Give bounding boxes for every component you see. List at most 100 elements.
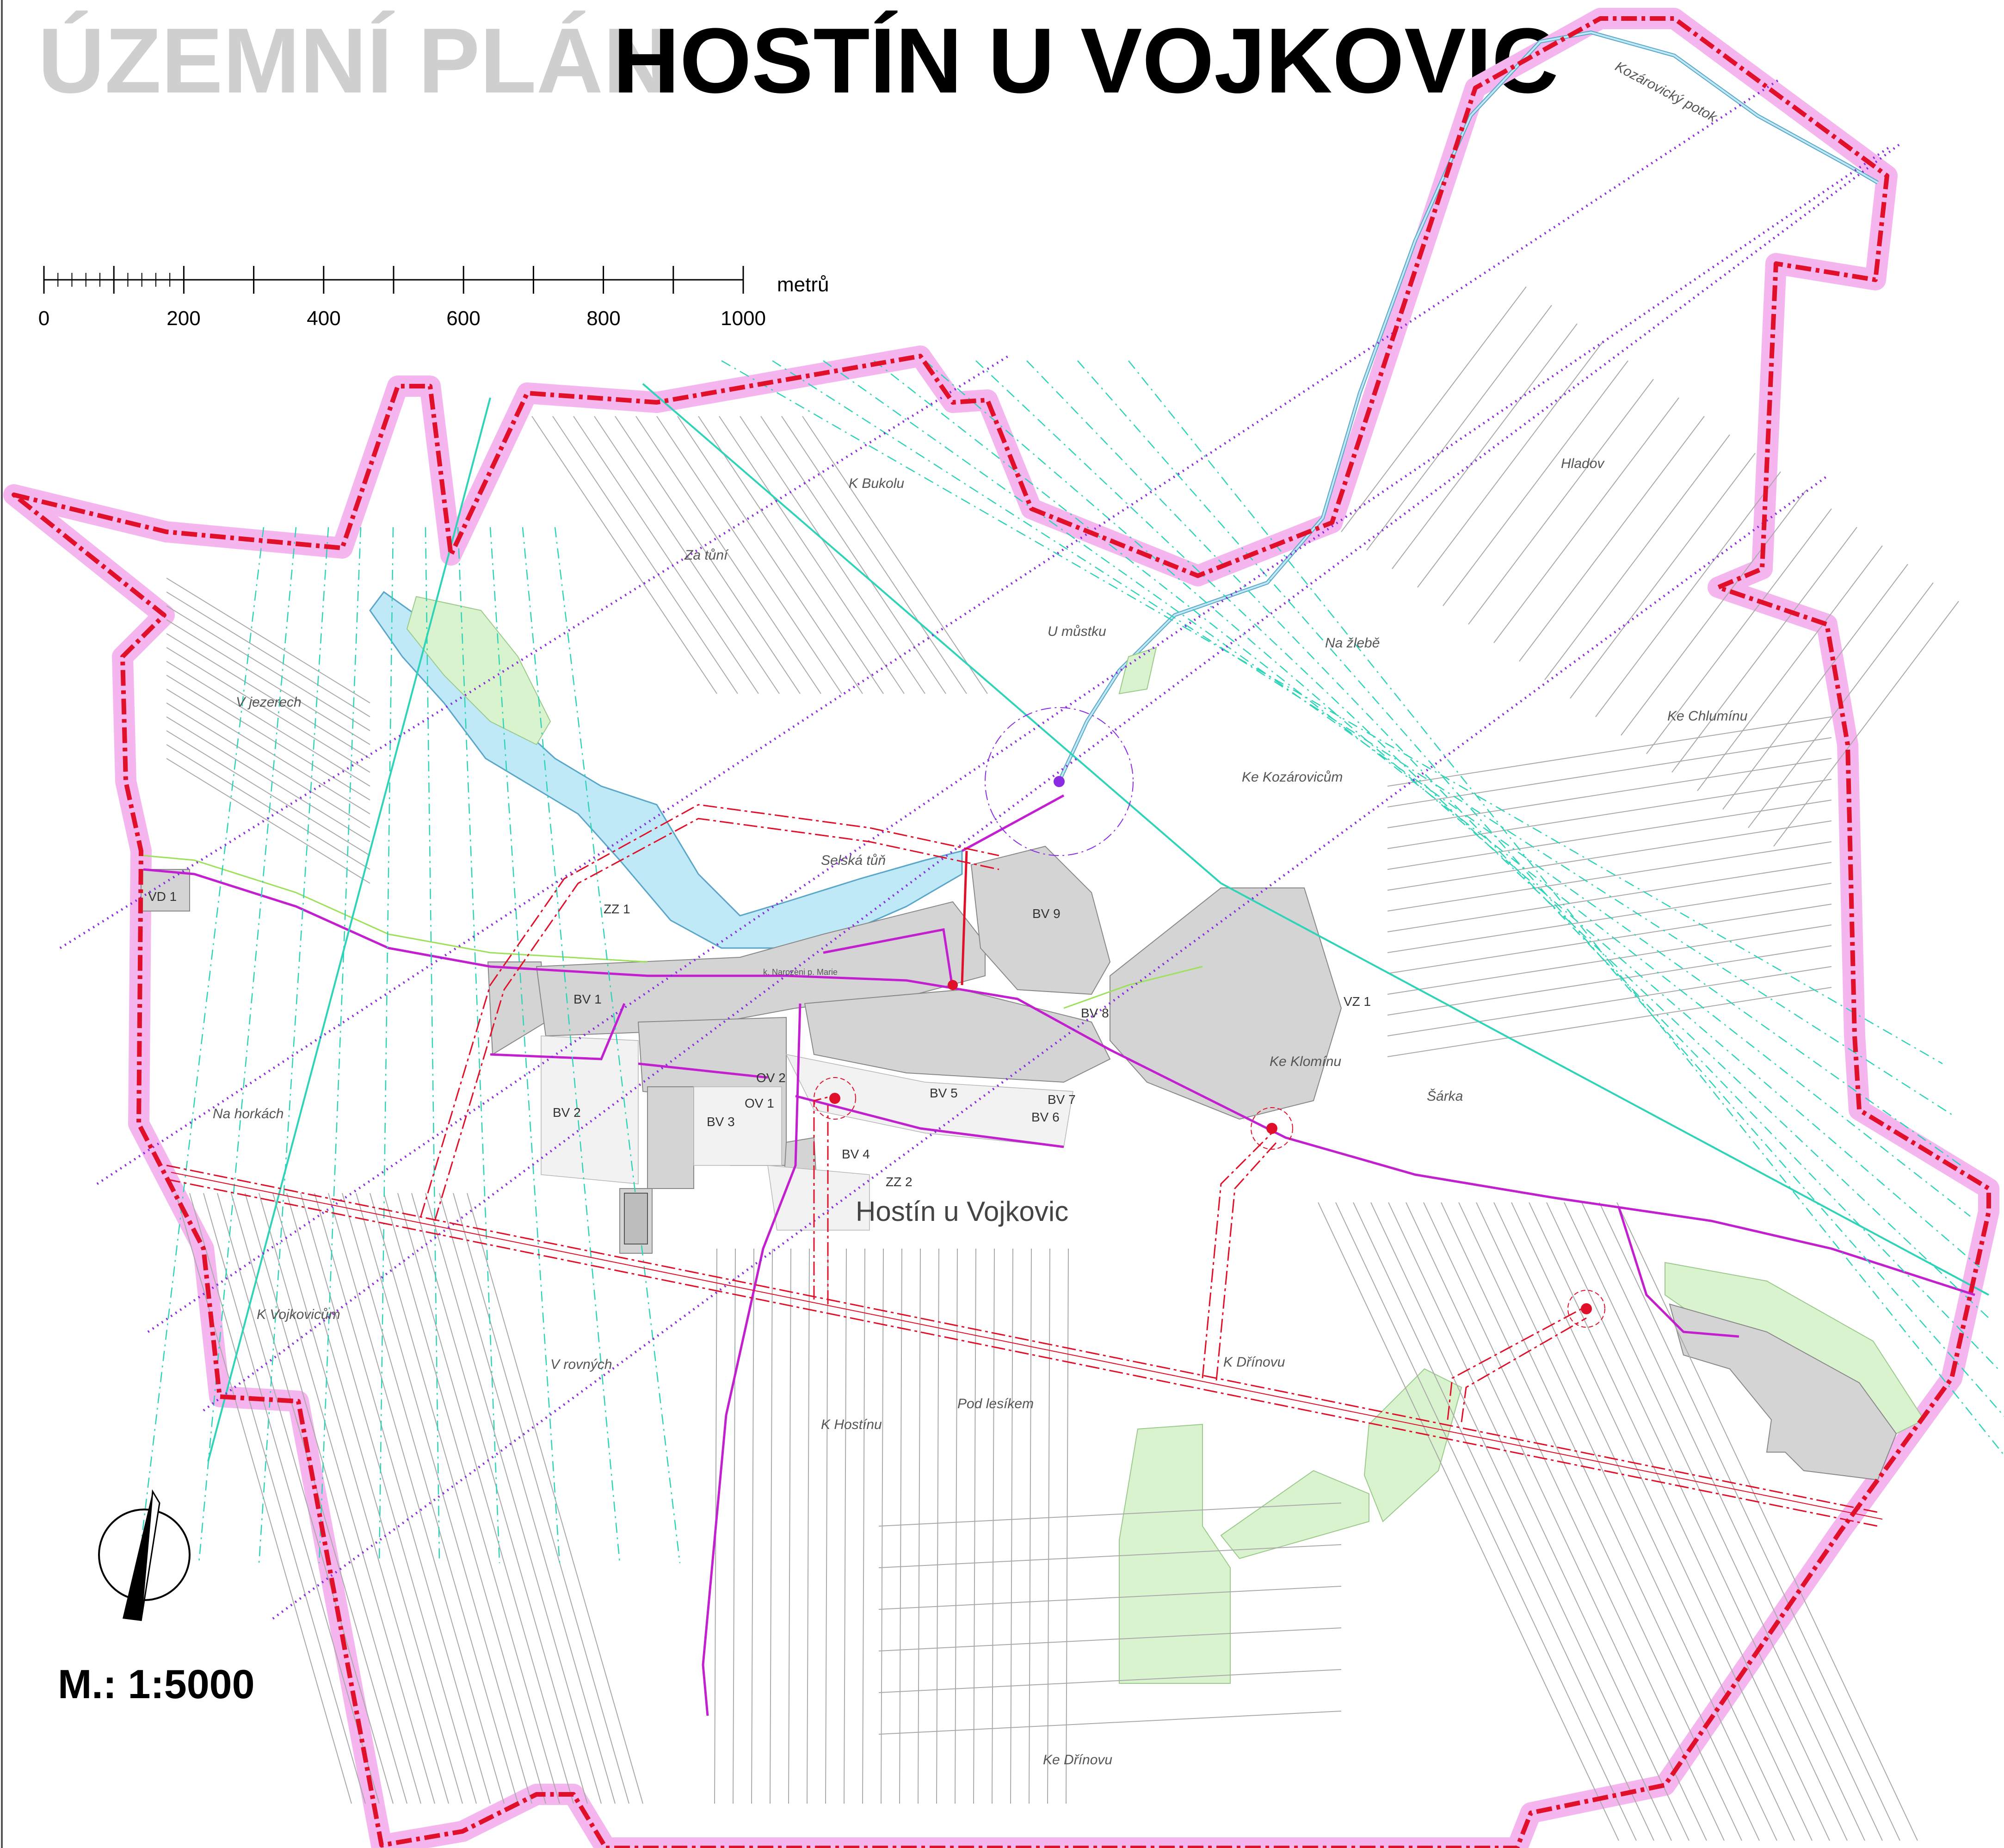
parcel-strip-south-horizontal bbox=[878, 1669, 1342, 1693]
parcel-strip-southwest bbox=[342, 1193, 518, 1804]
label-ke-drinovu: Ke Dřínovu bbox=[1043, 1752, 1112, 1768]
label-selska-tun: Selská tůň bbox=[821, 853, 886, 868]
parcel-strip-northeast bbox=[1646, 508, 1832, 754]
label-ke-kozarovicum: Ke Kozárovicům bbox=[1242, 770, 1343, 785]
parcel-strip-southwest bbox=[314, 1193, 491, 1804]
cemetery-icon bbox=[624, 1193, 648, 1244]
zone-zz1: ZZ 1 bbox=[604, 902, 630, 916]
parcel-strip-west bbox=[166, 633, 370, 759]
scale-ratio: M.: 1:5000 bbox=[58, 1661, 255, 1707]
zone-bv8: BV 8 bbox=[1081, 1006, 1109, 1020]
parcel-strip-east bbox=[1387, 820, 1832, 891]
parcel-strip-north bbox=[760, 416, 946, 694]
parcel-strip-east bbox=[1387, 987, 1832, 1057]
parcel-strip-south bbox=[751, 1248, 754, 1804]
dashed-zone-line-east bbox=[1077, 360, 2004, 1417]
zone-bv5: BV 5 bbox=[930, 1086, 958, 1100]
label-sarka: Šárka bbox=[1427, 1088, 1463, 1104]
parcel-strip-west bbox=[166, 661, 370, 787]
parcel-strip-southeast bbox=[1616, 1202, 1918, 1841]
parcel-strip-southwest bbox=[231, 1193, 407, 1804]
parcel-strip-southwest bbox=[203, 1193, 380, 1804]
parcel-strip-south bbox=[1029, 1248, 1032, 1804]
parcel-strip-southwest bbox=[328, 1193, 505, 1804]
label-v-jezerech: V jezerech bbox=[236, 695, 302, 710]
parcel-strip-northeast bbox=[1341, 286, 1527, 532]
parcel-strip-southeast bbox=[1599, 1202, 1900, 1841]
parcel-strip-southwest bbox=[245, 1193, 421, 1804]
parcel-strip-northeast bbox=[1570, 453, 1756, 699]
parcel-strip-northeast bbox=[1671, 527, 1857, 773]
scale-label-1000: 1000 bbox=[721, 307, 766, 330]
dashed-zone-line-west bbox=[318, 527, 362, 1564]
stream-kozarovicky-potok bbox=[1057, 30, 1879, 782]
parcel-strip-north bbox=[802, 416, 988, 694]
parcel-strip-south-horizontal bbox=[878, 1586, 1342, 1610]
planned-utility-corridors bbox=[166, 804, 1883, 1527]
label-k-vojkovicum: K Vojkovicům bbox=[257, 1307, 340, 1322]
label-kozarovicky-potok: Kozárovický potok bbox=[1613, 59, 1720, 125]
parcel-strip-south bbox=[844, 1248, 847, 1804]
parcel-strip-southeast bbox=[1529, 1202, 1830, 1841]
dashed-zone-line-west bbox=[489, 527, 561, 1564]
water-source-marker bbox=[1054, 776, 1065, 787]
parcel-strip-southwest bbox=[272, 1193, 449, 1804]
parcel-strip-northeast bbox=[1519, 416, 1705, 662]
zone-vd1: VD 1 bbox=[148, 889, 177, 904]
parcel-strip-north bbox=[740, 416, 925, 694]
parcel-strip-southwest bbox=[356, 1193, 532, 1804]
dashed-zone-line-east bbox=[874, 360, 1971, 1217]
parcel-strip-south bbox=[992, 1248, 995, 1804]
utility-marker-center bbox=[948, 980, 958, 990]
scale-bar-ticks bbox=[43, 266, 744, 294]
parcel-strip-south bbox=[936, 1248, 939, 1804]
dashed-zone-line-west bbox=[138, 527, 265, 1564]
zone-bv7: BV 7 bbox=[1048, 1092, 1076, 1107]
parcel-strip-west bbox=[166, 591, 370, 717]
parcel-strip-southeast bbox=[1423, 1202, 1725, 1841]
parcel-strip-south bbox=[1066, 1248, 1069, 1804]
parcel-strip-north bbox=[677, 416, 863, 694]
label-za-tuni: Za tůní bbox=[684, 548, 729, 563]
parcel-strip-east bbox=[1387, 800, 1832, 870]
parcel-strip-southwest bbox=[383, 1193, 560, 1804]
parcel-strip-southwest bbox=[411, 1193, 588, 1804]
parcel-strip-west bbox=[166, 689, 370, 814]
parcel-strip-north bbox=[698, 416, 884, 694]
parcel-strip-northeast bbox=[1595, 471, 1781, 717]
parcel-strip-southeast bbox=[1458, 1202, 1760, 1841]
parcel-strip-west bbox=[166, 578, 370, 703]
parcel-strip-southeast bbox=[1406, 1202, 1707, 1841]
dashed-zone-line-east bbox=[975, 360, 1989, 1318]
parcel-strip-southeast bbox=[1335, 1202, 1637, 1841]
zone-bv6: BV 6 bbox=[1031, 1110, 1060, 1124]
zone-bv4: BV 4 bbox=[842, 1147, 870, 1161]
parcel-strip-northeast bbox=[1722, 564, 1908, 810]
parcel-strip-north bbox=[719, 416, 905, 694]
parcel-strip-northeast bbox=[1697, 545, 1883, 791]
label-na-zlebe: Na žlebě bbox=[1325, 635, 1380, 651]
parcel-strip-east bbox=[1387, 862, 1832, 932]
label-na-horkach: Na horkách bbox=[213, 1106, 284, 1121]
parcel-strip-southwest bbox=[425, 1193, 602, 1804]
parcel-strip-east bbox=[1387, 966, 1832, 1036]
stream-fill bbox=[1058, 31, 1879, 782]
scale-label-0: 0 bbox=[38, 307, 49, 330]
parcel-strip-south bbox=[862, 1248, 865, 1804]
utility-marker-southeast bbox=[1581, 1303, 1592, 1314]
parcel-strip-southeast bbox=[1581, 1202, 1883, 1841]
dashed-zone-line-west bbox=[457, 527, 500, 1564]
dashed-zone-line-west bbox=[378, 527, 394, 1564]
parcel-strip-southwest bbox=[397, 1193, 574, 1804]
dashed-zone-line-west bbox=[258, 527, 329, 1564]
dashed-zone-line-east bbox=[925, 360, 1980, 1268]
label-ke-klominu: Ke Klomínu bbox=[1270, 1054, 1341, 1069]
parcel-strip-southwest bbox=[259, 1193, 435, 1804]
pump-station-marker-east bbox=[1266, 1123, 1277, 1134]
parcel-strip-south-horizontal bbox=[878, 1544, 1342, 1568]
parcel-strip-southeast bbox=[1318, 1202, 1619, 1841]
parcel-strip-south bbox=[899, 1248, 902, 1804]
parcel-strip-northeast bbox=[1443, 360, 1628, 606]
parcel-strip-east bbox=[1387, 945, 1832, 1016]
pump-station-marker bbox=[829, 1093, 840, 1104]
